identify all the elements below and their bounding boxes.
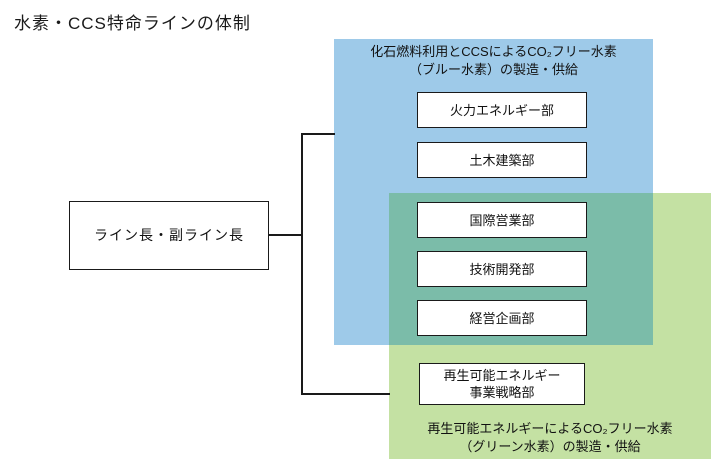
dept-civil-engineering: 土木建築部 <box>417 142 587 178</box>
dept-technology-development-label: 技術開発部 <box>469 261 535 277</box>
connector-branch-blue-group <box>301 133 335 135</box>
connector-trunk-vertical <box>301 133 303 394</box>
diagram-title: 水素・CCS特命ラインの体制 <box>14 14 251 33</box>
blue-caption-line2: （ブルー水素）の製造・供給 <box>408 62 578 77</box>
connector-branch-green-group <box>301 393 390 395</box>
dept-renewable-energy-strategy-line1: 再生可能エネルギー <box>443 368 561 383</box>
dept-renewable-energy-strategy: 再生可能エネルギー 事業戦略部 <box>419 363 585 405</box>
dept-international-sales-label: 国際営業部 <box>469 212 535 228</box>
dept-civil-engineering-label: 土木建築部 <box>469 152 535 168</box>
green-group-caption: 再生可能エネルギーによるCO₂フリー水素 （グリーン水素）の製造・供給 <box>389 420 711 456</box>
dept-corporate-planning: 経営企画部 <box>417 300 587 336</box>
connector-leader-to-trunk <box>269 234 302 236</box>
dept-technology-development: 技術開発部 <box>417 251 587 287</box>
green-caption-line1: 再生可能エネルギーによるCO₂フリー水素 <box>427 421 673 436</box>
blue-group-caption: 化石燃料利用とCCSによるCO₂フリー水素 （ブルー水素）の製造・供給 <box>334 43 653 79</box>
dept-international-sales: 国際営業部 <box>417 202 587 238</box>
blue-caption-line1: 化石燃料利用とCCSによるCO₂フリー水素 <box>370 44 617 59</box>
dept-renewable-energy-strategy-line2: 事業戦略部 <box>469 385 535 400</box>
leader-box: ライン長・副ライン長 <box>69 201 269 270</box>
green-caption-line2: （グリーン水素）の製造・供給 <box>459 439 641 454</box>
dept-thermal-energy-label: 火力エネルギー部 <box>449 102 554 118</box>
leader-box-label: ライン長・副ライン長 <box>94 227 244 243</box>
dept-thermal-energy: 火力エネルギー部 <box>417 92 587 128</box>
dept-corporate-planning-label: 経営企画部 <box>469 310 535 326</box>
